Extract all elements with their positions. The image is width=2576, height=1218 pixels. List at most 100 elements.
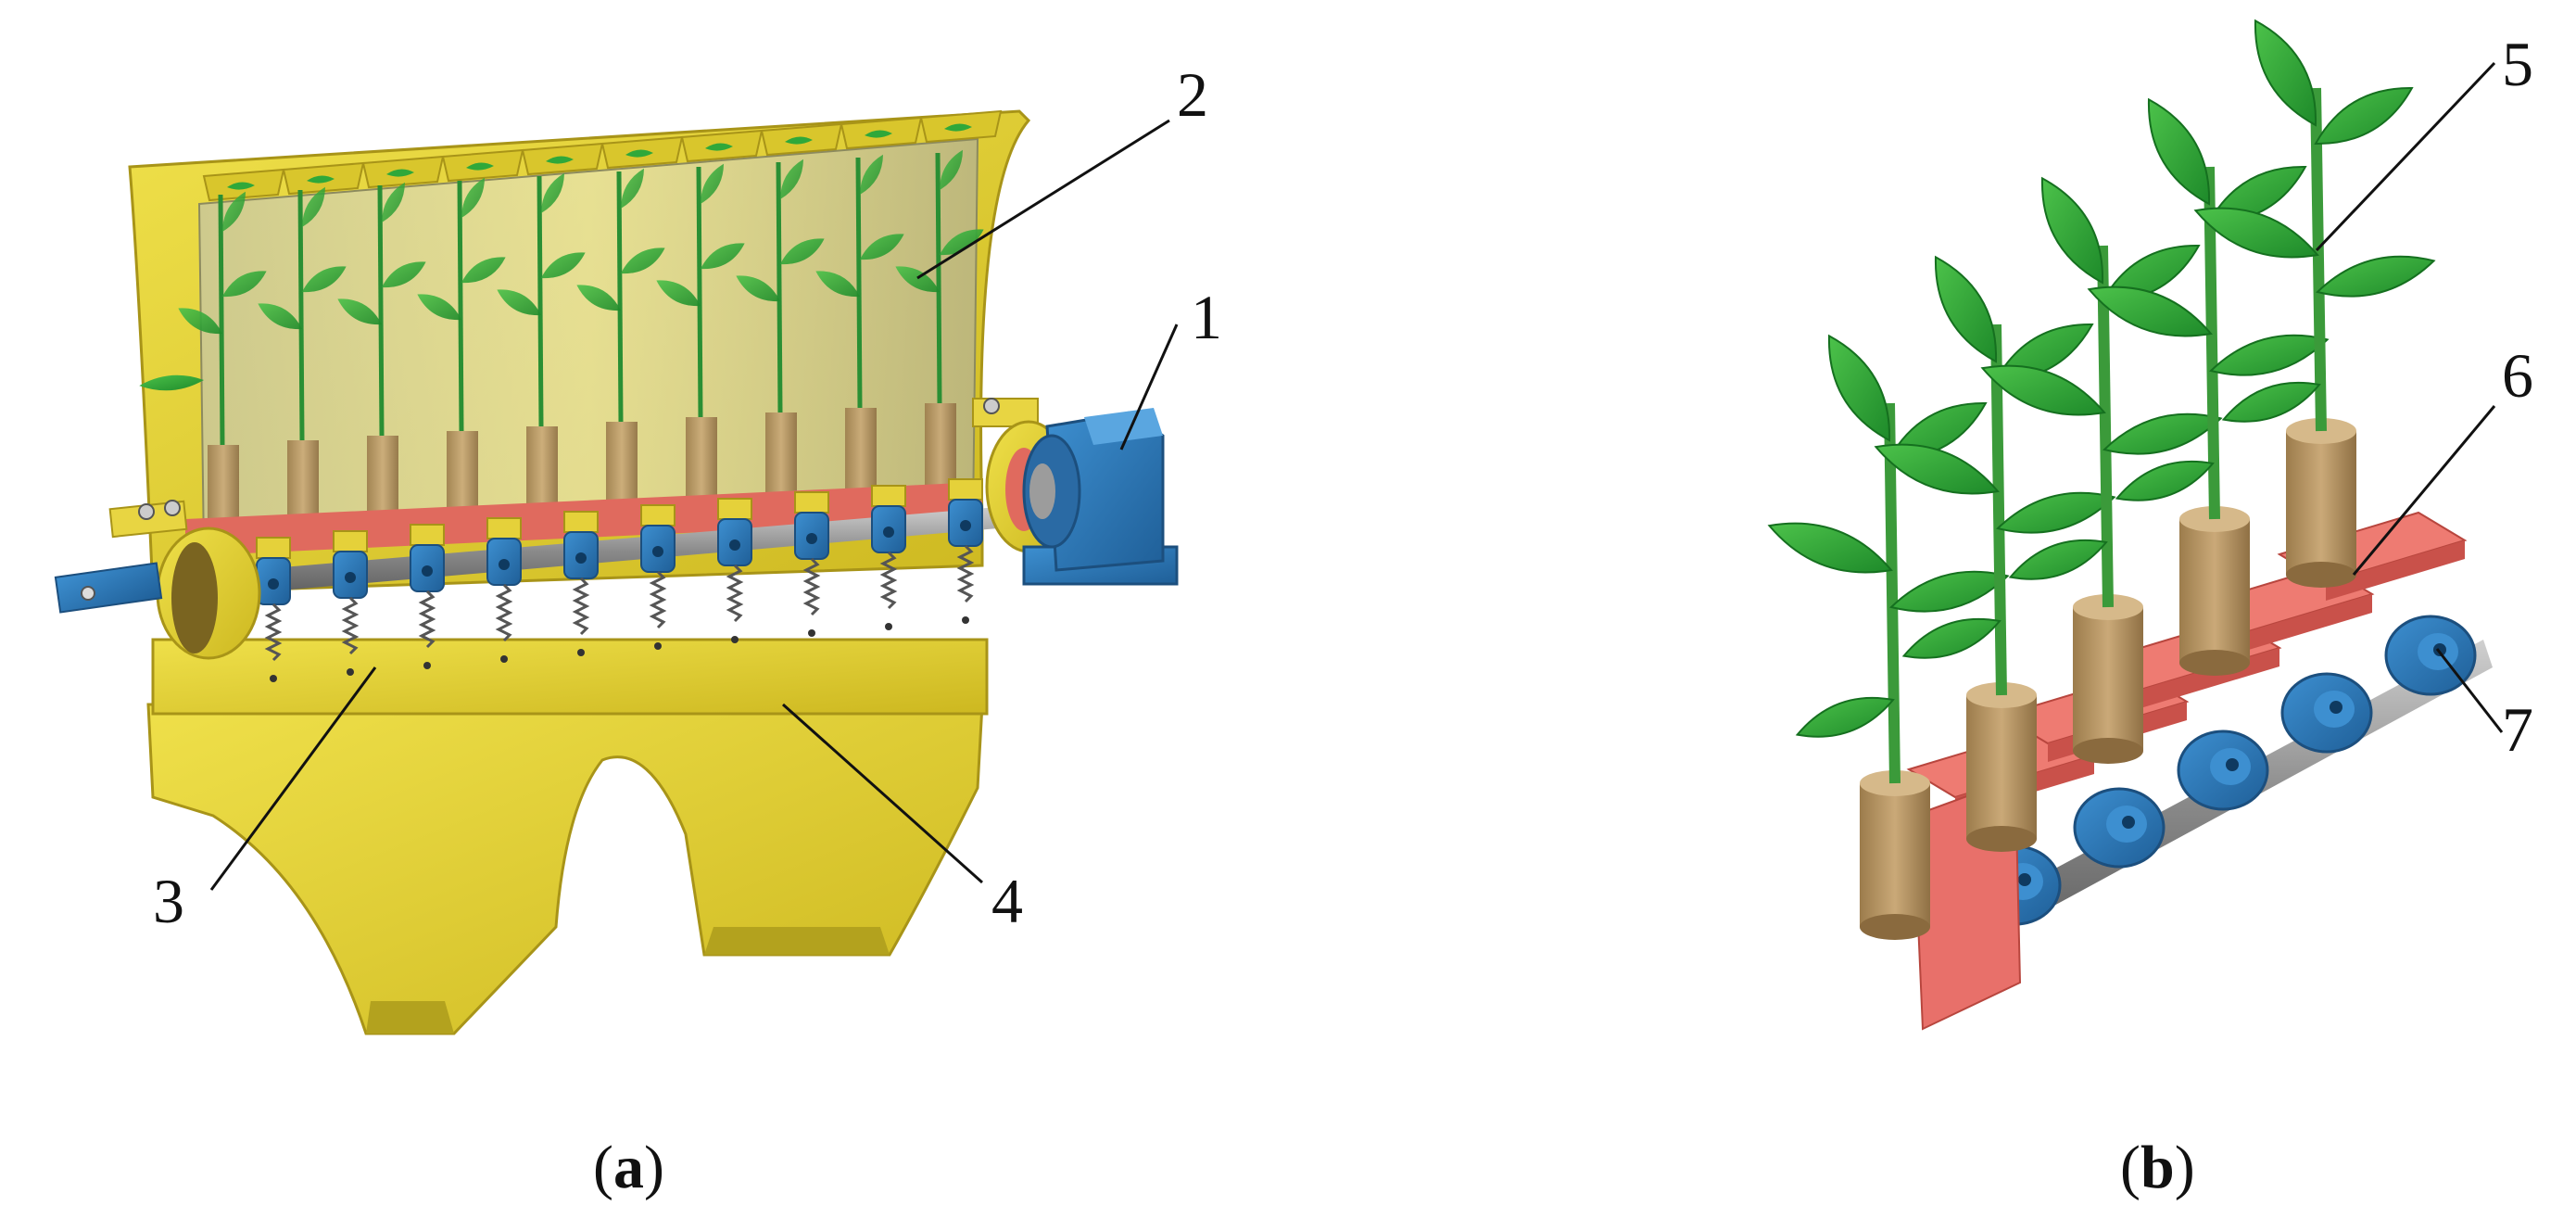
cup xyxy=(2073,607,2143,751)
inner-stem xyxy=(696,166,703,418)
inner-leaf xyxy=(780,238,825,265)
callout-6: 6 xyxy=(2502,340,2533,411)
leaf xyxy=(1795,696,1895,738)
inner-cup xyxy=(208,445,239,528)
leaf xyxy=(2254,19,2317,127)
inner-stem xyxy=(935,152,942,404)
caption-a-close: ) xyxy=(643,1134,664,1201)
inner-leaf xyxy=(461,177,485,218)
callout-5: 5 xyxy=(2502,29,2533,99)
hopper-body xyxy=(146,703,984,1035)
leaf xyxy=(2209,334,2330,376)
cup-top xyxy=(1860,770,1930,796)
cam-b-hole xyxy=(2226,758,2239,771)
top-cell-leaf xyxy=(865,130,892,138)
spring-end xyxy=(423,662,431,669)
cam-hole xyxy=(806,533,817,544)
callout-2: 2 xyxy=(1177,59,1208,130)
spring-end xyxy=(885,623,892,630)
inner-leaf xyxy=(860,154,883,195)
leaf xyxy=(1889,570,2010,613)
spring xyxy=(879,551,898,610)
inner-leaf xyxy=(940,229,984,256)
inner-cup xyxy=(765,412,797,496)
cup xyxy=(2179,519,2250,663)
top-cell-leaf xyxy=(307,175,335,184)
inner-stem xyxy=(537,175,544,427)
cam-b-hole xyxy=(2018,873,2031,886)
inner-cup xyxy=(925,403,956,487)
inner-leaf xyxy=(541,172,564,213)
caption-b: (b) xyxy=(2120,1133,2195,1203)
cup xyxy=(1860,783,1930,927)
cup xyxy=(2286,431,2356,575)
spring-end xyxy=(654,642,662,650)
leaf xyxy=(1934,255,1998,363)
caption-a-letter: a xyxy=(612,1134,644,1201)
leader-1 xyxy=(1119,324,1179,450)
top-clip xyxy=(333,530,368,552)
inner-leaf xyxy=(576,285,621,311)
cam-hole xyxy=(422,565,433,577)
inner-leaf xyxy=(258,303,302,330)
cup-bottom xyxy=(1860,914,1930,940)
top-clip xyxy=(717,498,752,520)
panel-b-feeder xyxy=(1767,19,2493,1031)
inner-leaf xyxy=(302,186,325,227)
inner-leaf xyxy=(417,294,461,321)
leaf xyxy=(2193,207,2319,259)
inner-leaf xyxy=(621,168,644,209)
drive-motor xyxy=(1022,408,1179,586)
spring xyxy=(726,564,744,623)
inner-cup xyxy=(606,422,638,505)
spring-end xyxy=(962,616,969,624)
spring xyxy=(264,603,283,662)
leaf xyxy=(2040,176,2104,285)
inner-stem xyxy=(776,161,783,413)
spring xyxy=(802,557,821,616)
top-cell-leaf xyxy=(227,182,255,190)
top-cell-leaf xyxy=(625,149,653,158)
inner-leaf xyxy=(780,159,803,199)
leader-7 xyxy=(2435,648,2504,733)
inner-leaf xyxy=(895,266,940,293)
cup-bottom xyxy=(2073,738,2143,764)
inner-cup xyxy=(526,426,558,510)
inner-leaf xyxy=(940,149,963,190)
stem xyxy=(1884,402,1900,784)
inner-leaf xyxy=(497,289,541,316)
spring-end xyxy=(347,668,354,676)
caption-b-close: ) xyxy=(2174,1134,2195,1201)
inner-leaf xyxy=(860,234,904,260)
spring xyxy=(418,590,436,649)
leader-2 xyxy=(916,119,1170,280)
top-clip xyxy=(640,504,676,527)
cam-hole xyxy=(345,572,356,583)
outer-leaf xyxy=(139,374,204,391)
inner-leaf xyxy=(656,280,701,307)
cup-bottom xyxy=(2286,562,2356,588)
caption-a: (a) xyxy=(593,1133,664,1203)
inner-stem xyxy=(218,194,225,446)
inner-stem xyxy=(616,171,624,423)
cam-hole xyxy=(268,578,279,590)
leaf xyxy=(2147,97,2211,206)
spring xyxy=(649,570,667,629)
leader-3 xyxy=(209,666,377,891)
inner-cup xyxy=(447,431,478,514)
inner-leaf xyxy=(541,252,586,279)
inner-leaf xyxy=(222,191,246,232)
leaf xyxy=(2087,285,2213,337)
top-cell-leaf xyxy=(705,143,733,151)
panel-a-machine xyxy=(54,109,1179,1035)
caption-b-open: ( xyxy=(2120,1134,2140,1201)
cam-b-hole xyxy=(2330,701,2342,714)
inner-stem xyxy=(855,157,863,409)
top-clip xyxy=(871,485,906,507)
top-cell-leaf xyxy=(466,162,494,171)
spring xyxy=(572,577,590,636)
top-cell-leaf xyxy=(944,123,972,132)
leaf xyxy=(1767,522,1893,574)
leader-5 xyxy=(2315,61,2496,252)
